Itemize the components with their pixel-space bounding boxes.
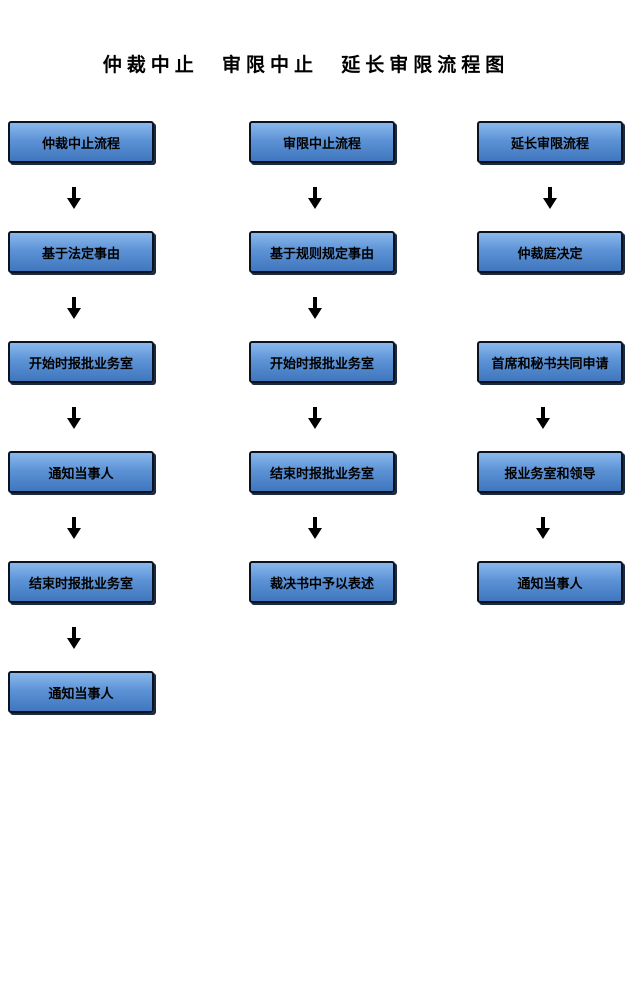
down-arrow-icon <box>67 297 81 319</box>
flow-node-trial-period-suspension-process: 审限中止流程 <box>249 121 395 163</box>
down-arrow-icon <box>67 187 81 209</box>
flow-node-legal-grounds: 基于法定事由 <box>8 231 154 273</box>
flow-node-notify-parties: 通知当事人 <box>8 451 154 493</box>
page-title: 仲裁中止 审限中止 延长审限流程图 <box>102 54 510 76</box>
flow-node-notify-parties: 通知当事人 <box>477 561 623 603</box>
flow-node-tribunal-decision: 仲裁庭决定 <box>477 231 623 273</box>
flow-node-extension-process: 延长审限流程 <box>477 121 623 163</box>
flow-node-start-report: 开始时报批业务室 <box>249 341 395 383</box>
flow-node-end-report: 结束时报批业务室 <box>249 451 395 493</box>
flow-node-state-in-award: 裁决书中予以表述 <box>249 561 395 603</box>
flow-node-rule-grounds: 基于规则规定事由 <box>249 231 395 273</box>
flow-node-joint-application: 首席和秘书共同申请 <box>477 341 623 383</box>
down-arrow-icon <box>543 187 557 209</box>
down-arrow-icon <box>67 407 81 429</box>
down-arrow-icon <box>536 407 550 429</box>
down-arrow-icon <box>67 517 81 539</box>
down-arrow-icon <box>67 627 81 649</box>
flow-node-report-to-leadership: 报业务室和领导 <box>477 451 623 493</box>
flow-node-start-report: 开始时报批业务室 <box>8 341 154 383</box>
down-arrow-icon <box>308 187 322 209</box>
flow-node-notify-parties-final: 通知当事人 <box>8 671 154 713</box>
down-arrow-icon <box>308 517 322 539</box>
down-arrow-icon <box>308 407 322 429</box>
flow-node-end-report: 结束时报批业务室 <box>8 561 154 603</box>
flow-node-arbitration-suspension-process: 仲裁中止流程 <box>8 121 154 163</box>
down-arrow-icon <box>536 517 550 539</box>
down-arrow-icon <box>308 297 322 319</box>
